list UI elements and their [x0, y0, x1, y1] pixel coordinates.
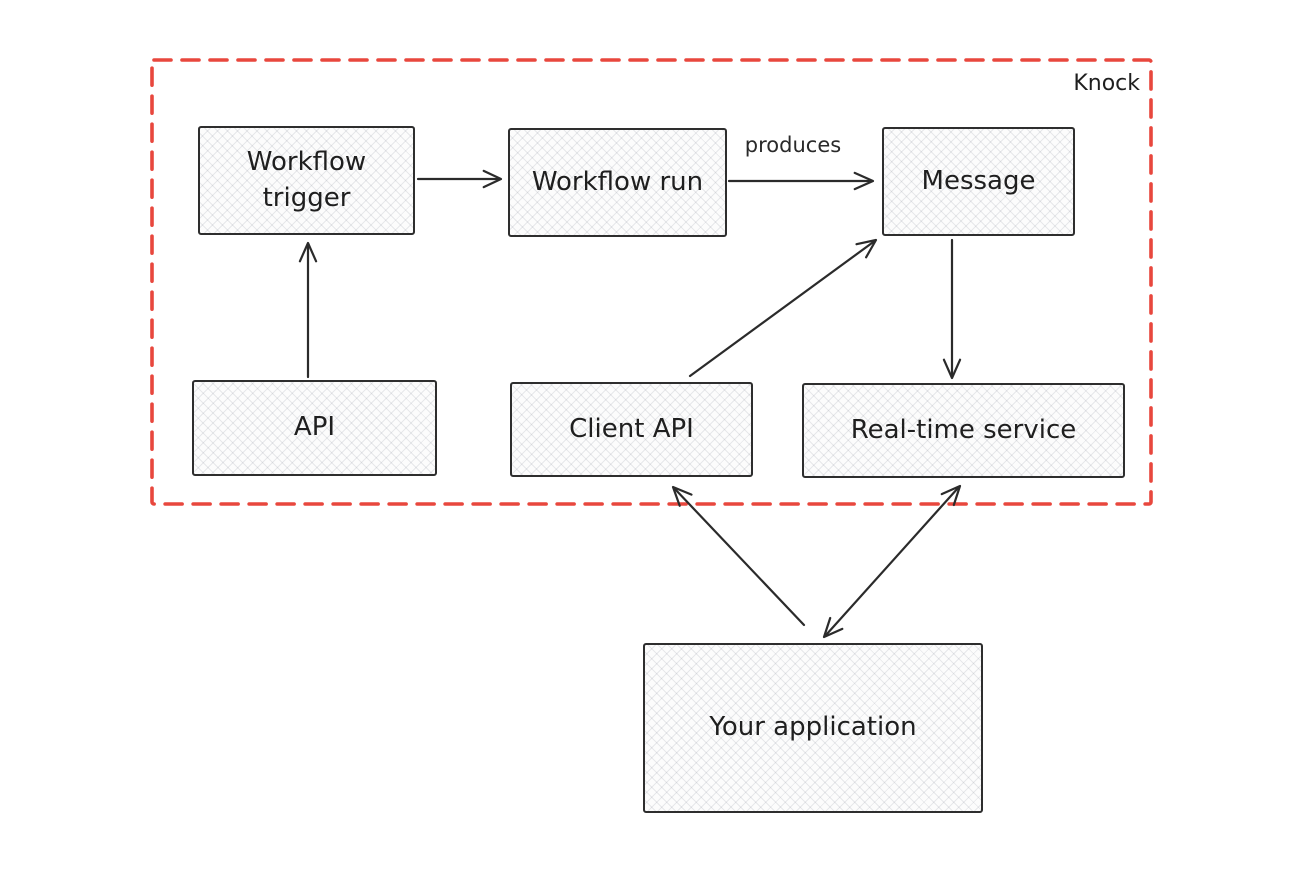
node-message: Message	[882, 127, 1075, 236]
node-label: Client API	[569, 413, 694, 444]
edge-workflow-trigger-to-workflow-run	[416, 169, 503, 189]
edge-real-time-service-your-application-bidirectional	[822, 484, 962, 639]
node-workflow-run: Workflow run	[508, 128, 727, 237]
node-label: Real-time service	[850, 414, 1077, 445]
edge-api-to-workflow-trigger	[298, 241, 318, 379]
node-your-application: Your application	[643, 643, 983, 813]
arrowhead	[855, 238, 878, 259]
node-label: Message	[921, 165, 1036, 196]
node-client-api: Client API	[510, 382, 753, 477]
edge-workflow-run-to-message	[727, 171, 875, 191]
node-workflow-trigger: Workflow trigger	[198, 126, 415, 235]
edge-line	[824, 486, 960, 637]
arrowhead	[822, 616, 844, 639]
node-label: Workflow run	[531, 166, 704, 197]
edge-message-to-real-time-service	[942, 238, 962, 380]
edge-your-application-to-client-api	[671, 485, 806, 627]
knock-boundary	[150, 58, 1153, 506]
knock-label: Knock	[1073, 71, 1140, 96]
edge-line	[672, 486, 806, 627]
node-api: API	[192, 380, 437, 476]
arrowhead	[942, 358, 962, 380]
node-real-time-service: Real-time service	[802, 383, 1125, 478]
node-label: Your application	[709, 712, 917, 743]
arrowhead	[940, 484, 962, 507]
arrowhead	[853, 171, 875, 191]
node-label: Workflow trigger	[246, 147, 367, 213]
edge-line	[688, 240, 876, 378]
arrowhead	[298, 241, 318, 263]
node-label: API	[293, 412, 336, 443]
edge-client-api-to-message	[688, 238, 878, 378]
edge-label-produces: produces	[744, 133, 842, 157]
arrowhead	[671, 485, 693, 507]
arrowhead	[482, 169, 503, 189]
